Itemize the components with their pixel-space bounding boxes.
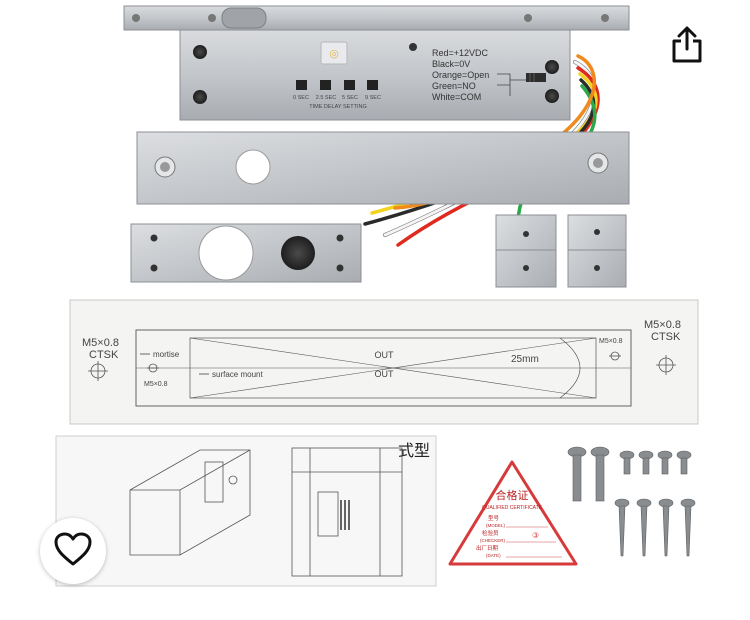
wire-legend-white: White=COM [432,92,481,102]
armature-plate [136,131,630,205]
mount-hole [208,14,216,22]
lock-body: ◎ 0 SEC 2.5 SEC 5 SEC 9 SEC TIME DELAY S… [123,5,630,121]
delay-switches: 0 SEC 2.5 SEC 5 SEC 9 SEC TIME DELAY SET… [293,80,381,110]
wire-legend-green: Green=NO [432,81,476,91]
template-screw-small-left: M5×0.8 [144,381,168,388]
installation-template: M5×0.8 CTSK M5×0.8 CTSK mortise surface … [69,299,699,425]
screws [567,446,696,557]
mount-hole [601,14,609,22]
delay-caption: TIME DELAY SETTING [309,104,367,110]
template-screw-right: M5×0.8 [644,319,681,331]
mount-hole [524,14,532,22]
template-csk-left: CTSK [89,349,119,361]
certificate-row-checker: 检验员 [482,529,499,537]
wire-legend-black: Black=0V [432,59,470,69]
delay-label: 2.5 SEC [316,95,337,101]
share-button[interactable] [662,22,712,72]
heart-outline-icon [53,531,93,572]
wire-legend-red: Red=+12VDC [432,48,489,58]
body-screw [545,60,559,74]
template-out-top: OUT [375,350,395,360]
template-screw-left: M5×0.8 [82,337,119,349]
l-bracket [495,214,557,288]
certificate-row-model-en: (MODEL) [486,523,506,528]
template-screw-small-right: M5×0.8 [599,338,623,345]
certificate-row-checker-en: (CHECKER) [480,538,506,543]
template-csk-right: CTSK [651,331,681,343]
svg-text:◎: ◎ [329,48,339,60]
certificate-title: 合格证 [496,488,529,502]
instruction-manual: 式型 [55,435,437,587]
delay-label: 9 SEC [365,95,381,101]
certificate-row-date: 出厂日期 [476,544,499,552]
certificate-subtitle: QUALIFIED CERTIFICATE [482,505,543,511]
template-dimension: 25mm [511,354,539,365]
strike-plate [130,223,362,283]
mount-hole [132,14,140,22]
body-screw [545,89,559,103]
certificate-row-date-en: (DATE) [486,553,501,558]
wiring-legend: Red=+12VDC Black=0V Orange=Open Green=NO… [432,48,546,102]
certificate-row-model: 型号 [488,514,500,522]
share-icon [670,26,704,69]
template-out-bottom: OUT [375,369,395,379]
manual-heading: 式型 [398,441,430,460]
template-surface-mount: surface mount [212,370,263,379]
body-screw [193,90,207,104]
delay-label: 0 SEC [293,95,309,101]
certificate-stamp: ③ [532,531,539,540]
qualified-certificate: 合格证 QUALIFIED CERTIFICATE 型号 (MODEL) 检验员… [448,460,578,566]
indicator-led [320,41,348,65]
l-bracket [567,214,627,288]
wire-legend-orange: Orange=Open [432,70,489,80]
favorite-button[interactable] [40,518,106,584]
delay-label: 5 SEC [342,95,358,101]
body-screw [193,45,207,59]
template-mortise: mortise [153,350,180,359]
